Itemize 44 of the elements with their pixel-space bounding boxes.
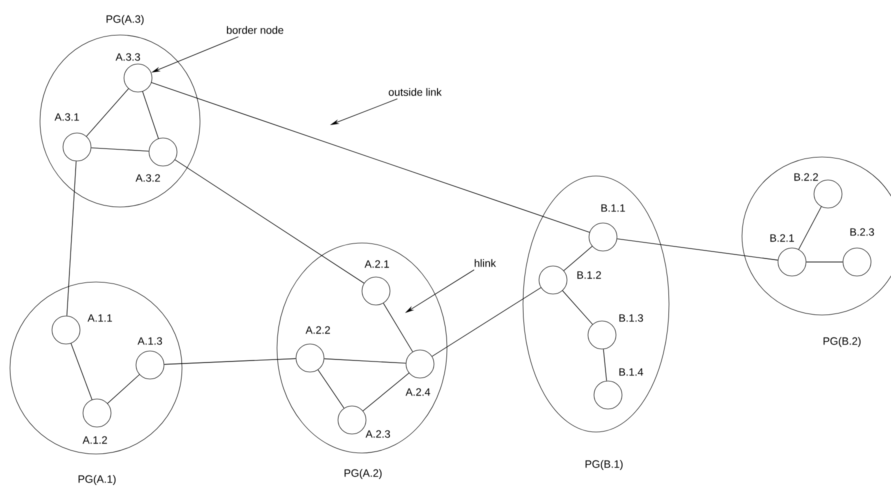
partition-label: PG(B.1) bbox=[586, 460, 623, 470]
node-label: B.1.1 bbox=[601, 204, 625, 212]
node-label: A.3.2 bbox=[136, 174, 160, 182]
node-label: A.1.3 bbox=[138, 337, 162, 345]
link-line bbox=[90, 147, 150, 152]
node-label: A.2.1 bbox=[364, 260, 389, 268]
partition-label: PG(A.2) bbox=[344, 469, 382, 479]
node-label: B.2.1 bbox=[770, 234, 794, 242]
node-label: A.3.1 bbox=[54, 113, 79, 121]
link-line bbox=[142, 91, 159, 139]
annotation-text: border node bbox=[226, 26, 284, 34]
link-line bbox=[151, 82, 590, 233]
node-label: B.1.2 bbox=[577, 271, 601, 279]
partition-label: PG(A.3) bbox=[106, 15, 144, 25]
node-label: B.2.2 bbox=[794, 173, 818, 181]
node-label: A.2.4 bbox=[406, 388, 430, 396]
link-line bbox=[432, 287, 542, 357]
node-label: A.1.2 bbox=[82, 436, 107, 444]
node-label: A.1.1 bbox=[88, 314, 112, 322]
link-line bbox=[383, 302, 413, 352]
link-line bbox=[164, 358, 296, 365]
annotation-text: hlink bbox=[474, 259, 496, 267]
link-line bbox=[107, 374, 140, 404]
link-line bbox=[70, 343, 92, 400]
link-line bbox=[798, 206, 822, 250]
link-line bbox=[362, 372, 410, 412]
link-line bbox=[66, 160, 76, 316]
link-line bbox=[324, 358, 406, 364]
link-line bbox=[603, 348, 607, 382]
node-label: B.2.3 bbox=[850, 228, 874, 236]
link-line bbox=[174, 159, 364, 284]
partition-label: PG(A.1) bbox=[78, 475, 116, 485]
link-line bbox=[318, 369, 344, 408]
node-label: A.2.2 bbox=[306, 326, 330, 334]
node-label: A.3.3 bbox=[116, 53, 140, 61]
annotation-text: outside link bbox=[388, 88, 442, 96]
node-label: B.1.4 bbox=[619, 368, 644, 376]
node-label: A.2.3 bbox=[366, 430, 390, 438]
link-line bbox=[564, 246, 593, 272]
partition-label: PG(B.2) bbox=[824, 337, 861, 347]
link-line bbox=[562, 290, 593, 325]
link-line bbox=[86, 88, 129, 137]
node-label: B.1.3 bbox=[619, 314, 643, 322]
link-line bbox=[616, 238, 778, 260]
